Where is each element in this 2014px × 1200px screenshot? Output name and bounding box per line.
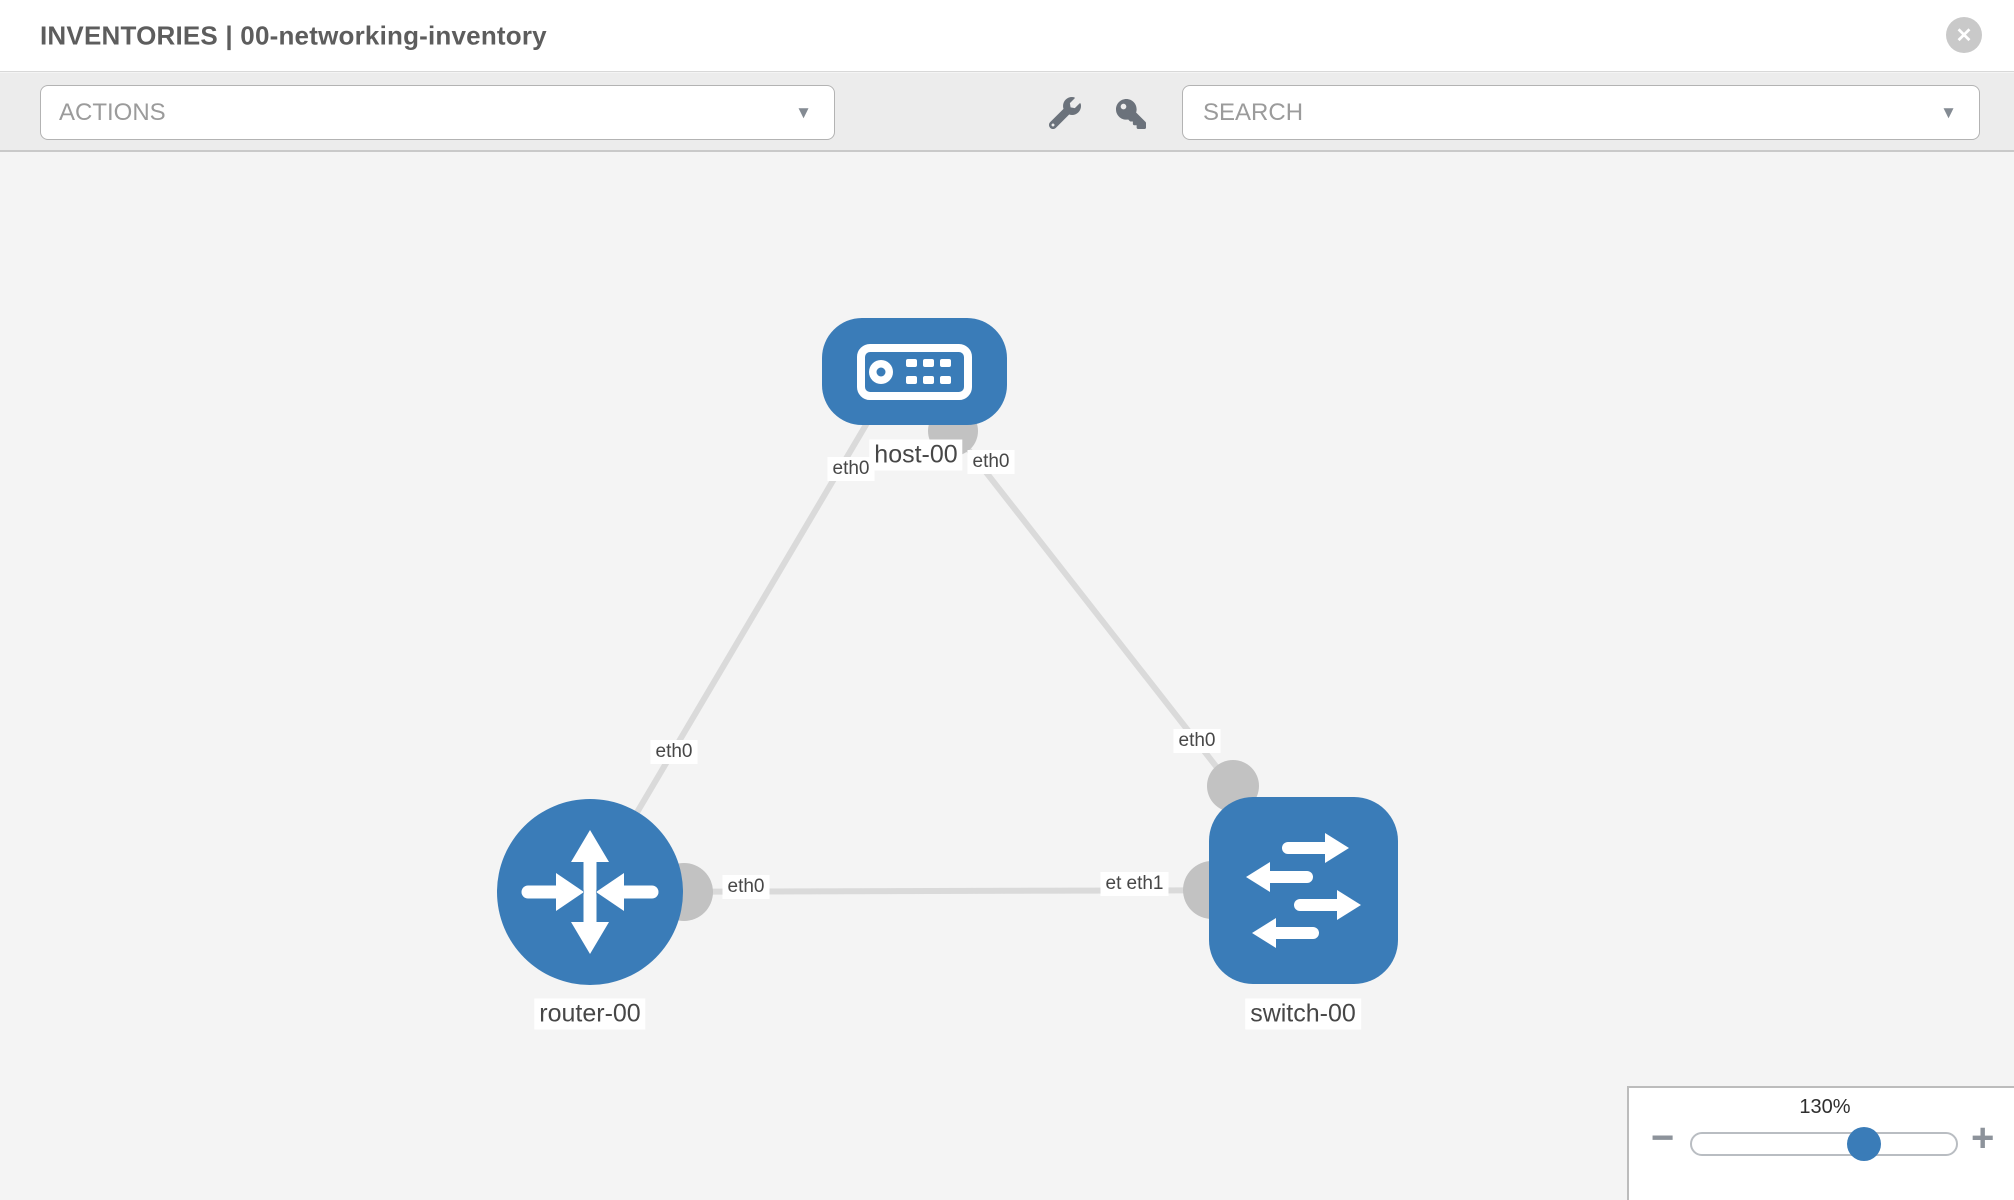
page-title: INVENTORIES | 00-networking-inventory: [40, 20, 547, 50]
toolbar: ACTIONS ▼ ▼: [0, 73, 2014, 152]
chevron-down-icon: ▼: [795, 102, 812, 122]
zoom-in-button[interactable]: +: [1971, 1118, 1994, 1158]
link-host-switch: [950, 428, 1236, 790]
router-arrow-left: [596, 873, 624, 911]
host-icon-chassis: [857, 344, 972, 400]
iface-label-host-eth0-right: eth0: [967, 450, 1015, 474]
vent: [940, 359, 951, 367]
node-label-switch-00: switch-00: [1245, 998, 1361, 1030]
search-input[interactable]: [1201, 97, 1905, 128]
iface-label-switch-link-eth0: eth0: [1173, 729, 1221, 753]
key-button[interactable]: [1116, 99, 1146, 129]
plus-icon: +: [1971, 1116, 1995, 1160]
iface-label-switch-eth1: eth1: [1121, 872, 1169, 896]
router-arrow-right: [556, 873, 584, 911]
zoom-slider[interactable]: [1690, 1127, 1958, 1161]
node-label-host-00: host-00: [869, 439, 963, 471]
switch-arrow-left: [1246, 862, 1270, 892]
key-icon: [1116, 99, 1146, 129]
vent: [906, 376, 917, 384]
switch-node-shape[interactable]: [1209, 797, 1398, 984]
host-icon: [857, 344, 972, 400]
search-dropdown[interactable]: ▼: [1182, 85, 1980, 140]
wrench-icon: [1048, 97, 1081, 130]
zoom-level: 130%: [1799, 1096, 1851, 1118]
vent: [923, 376, 934, 384]
wrench-button[interactable]: [1048, 97, 1081, 130]
vent: [906, 359, 917, 367]
close-button[interactable]: ✕: [1946, 17, 1982, 53]
zoom-panel: 130% − +: [1627, 1086, 2014, 1200]
actions-dropdown-label: ACTIONS: [59, 98, 166, 126]
iface-label-router-eth0: eth0: [722, 875, 770, 899]
switch-arrow-right: [1325, 833, 1349, 863]
iface-label-host-eth0-left: eth0: [827, 457, 875, 481]
interface-ports: [655, 406, 1259, 921]
links: [587, 416, 1304, 895]
switch-arrow-left: [1252, 918, 1276, 948]
switch-arrow-right: [1337, 890, 1361, 920]
minus-icon: −: [1651, 1116, 1675, 1160]
topology-graph: [497, 318, 1398, 985]
wrench-icon-path: [1048, 97, 1081, 130]
node-switch-00[interactable]: [1209, 797, 1398, 984]
vent: [940, 376, 951, 384]
router-icon: [521, 830, 659, 954]
switch-icon: [1246, 833, 1361, 948]
host-icon-vents: [906, 359, 951, 384]
node-router-00[interactable]: [497, 799, 683, 985]
node-label-router-00: router-00: [534, 998, 646, 1030]
router-arrow-down: [571, 922, 609, 954]
actions-dropdown[interactable]: ACTIONS ▼: [40, 85, 835, 140]
close-icon: ✕: [1955, 24, 1973, 47]
key-icon-path: [1116, 99, 1146, 129]
host-node-shape[interactable]: [822, 318, 1007, 425]
host-icon-led-inner: [876, 367, 886, 377]
header-bar: INVENTORIES | 00-networking-inventory ✕: [0, 0, 2014, 72]
zoom-slider-knob[interactable]: [1847, 1127, 1881, 1161]
vent: [923, 359, 934, 367]
topology-canvas[interactable]: eth0 eth0 eth0 eth0 eth0 eth0 eth1 host-…: [0, 152, 2014, 1200]
iface-label-router-link-eth0: eth0: [650, 740, 698, 764]
chevron-down-icon: ▼: [1940, 102, 1957, 122]
zoom-out-button[interactable]: −: [1651, 1118, 1674, 1158]
router-arrow-up: [571, 830, 609, 862]
node-host-00[interactable]: [822, 318, 1007, 425]
